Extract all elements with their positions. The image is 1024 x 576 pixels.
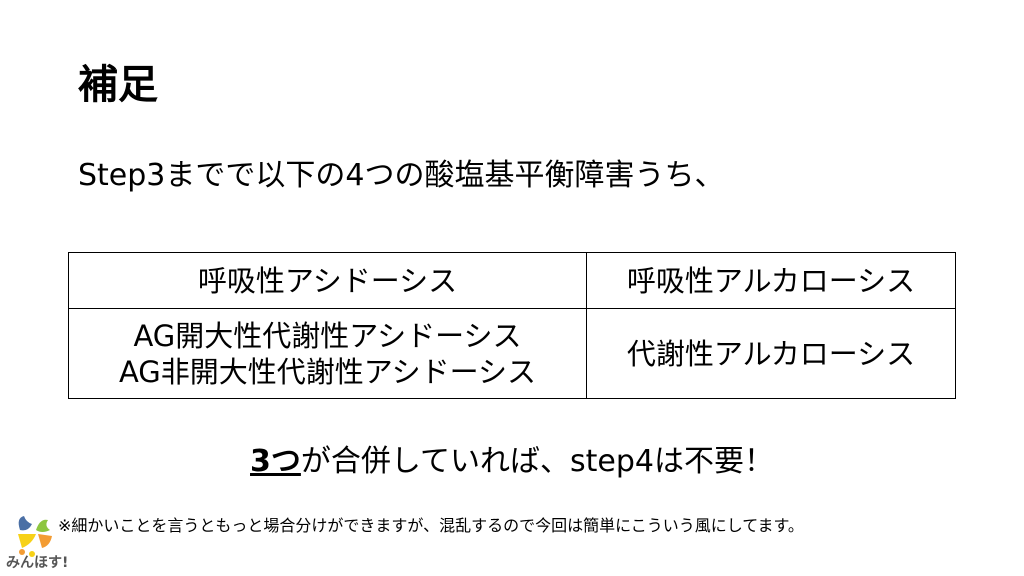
- logo-text: みんほす!: [6, 555, 69, 571]
- table-row: 呼吸性アシドーシス 呼吸性アルカローシス: [68, 252, 956, 309]
- conclusion-text: が合併していれば、step4は不要！: [300, 444, 774, 479]
- cell-line: AG開大性代謝性アシドーシス: [133, 318, 522, 353]
- cell-line: AG非開大性代謝性アシドーシス: [118, 354, 537, 389]
- footnote: ※細かいことを言うともっと場合分けができますが、混乱するので今回は簡単にこういう…: [58, 516, 804, 535]
- table-cell: 代謝性アルカローシス: [586, 308, 956, 399]
- slide-title: 補足: [78, 62, 158, 108]
- subtitle: Step3までで以下の4つの酸塩基平衡障害うち、: [78, 158, 725, 193]
- conclusion-emphasis: 3つ: [250, 444, 301, 479]
- logo-icon: [18, 516, 52, 557]
- table-cell: 呼吸性アシドーシス: [68, 252, 587, 309]
- table-cell: 呼吸性アルカローシス: [586, 252, 956, 309]
- conclusion: 3つが合併していれば、step4は不要！: [0, 436, 1024, 480]
